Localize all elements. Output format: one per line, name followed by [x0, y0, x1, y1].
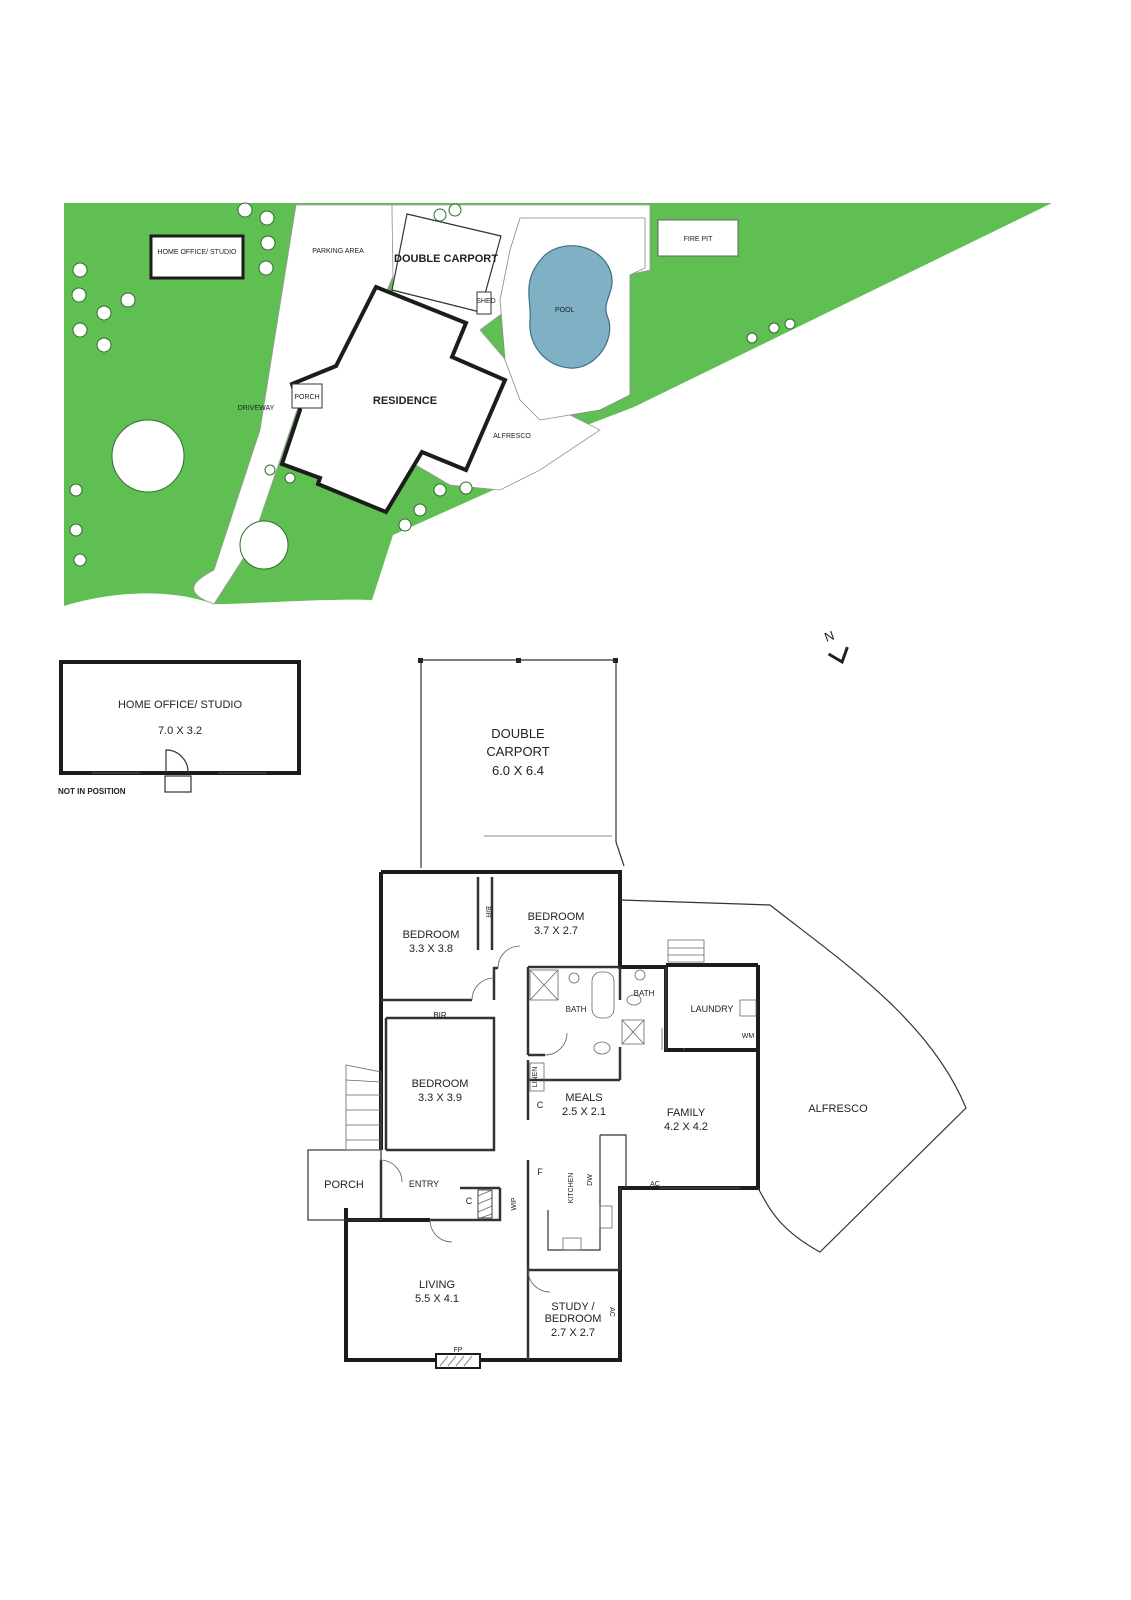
site-home-office [149, 234, 245, 280]
cooktop [562, 1237, 582, 1251]
carport-dims: 6.0 X 6.4 [492, 763, 544, 778]
site-fire-pit [657, 219, 739, 257]
linen-cupboard [529, 1062, 545, 1092]
fireplace [435, 1353, 481, 1369]
meals-dims: 2.5 X 2.1 [562, 1106, 606, 1118]
shower-1 [529, 969, 559, 1001]
wip-label: WIP [511, 1197, 518, 1211]
alfresco-outline [619, 899, 967, 1253]
living-dims: 5.5 X 4.1 [415, 1293, 459, 1305]
site-parking-label: PARKING AREA [312, 248, 364, 255]
ac2-label: AC [608, 1307, 615, 1317]
site-plan: POOL HOME OFFICE/ STUDIO FIRE PIT PARKIN… [64, 202, 1052, 606]
kitchen-sink [599, 1205, 613, 1229]
site-pool-label: POOL [555, 307, 575, 314]
pool [528, 245, 613, 369]
linen-label: LINEN [532, 1067, 539, 1088]
site-alfresco-label: ALFRESCO [493, 433, 531, 440]
family-name: FAMILY [667, 1107, 706, 1119]
bedroom1-name: BEDROOM [403, 929, 460, 941]
bathtub [591, 971, 615, 1019]
porch-stairs [345, 1064, 382, 1151]
site-residence-label: RESIDENCE [373, 395, 437, 407]
north-arrow: N [822, 628, 849, 665]
meals-name: MEALS [565, 1092, 602, 1104]
entry-label: ENTRY [409, 1179, 439, 1189]
bir1-label: BIR [484, 906, 491, 918]
ac1-label: AC [650, 1181, 660, 1188]
office-walls [59, 660, 301, 775]
site-shed [476, 291, 492, 315]
office-dims: 7.0 X 3.2 [158, 725, 202, 737]
wm-label: WM [742, 1033, 755, 1040]
site-porch-label: PORCH [294, 394, 319, 401]
study-name-1: STUDY / [551, 1301, 595, 1313]
dw-label: DW [587, 1174, 594, 1186]
living-name: LIVING [419, 1279, 455, 1291]
laundry-sink [739, 999, 757, 1017]
porch-outline [307, 1149, 382, 1221]
carport-post [613, 658, 618, 663]
office-plan: HOME OFFICE/ STUDIO 7.0 X 3.2 NOT IN POS… [58, 660, 301, 796]
kitchen-bench [547, 1134, 627, 1251]
interior-walls [379, 877, 668, 1360]
fp-label: FP [454, 1347, 463, 1354]
main-floor-plan: DOUBLE CARPORT 6.0 X 6.4 PORCH ALFRESCO … [307, 658, 967, 1369]
site-trees [69, 202, 796, 570]
office-door [165, 749, 189, 774]
porch-label: PORCH [324, 1179, 364, 1191]
carport-name-1: DOUBLE [491, 726, 545, 741]
bedroom2-dims: 3.7 X 2.7 [534, 925, 578, 937]
wip-hatch [477, 1189, 493, 1219]
laundry-stairs [667, 939, 705, 963]
bedroom2-name: BEDROOM [528, 911, 585, 923]
office-step [164, 775, 192, 793]
toilet [593, 1041, 611, 1055]
bath2-label: BATH [634, 989, 655, 998]
study-dims: 2.7 X 2.7 [551, 1327, 595, 1339]
carport-post [516, 658, 521, 663]
site-driveway-label: DRIVEWAY [238, 405, 275, 412]
site-carport-label: DOUBLE CARPORT [394, 253, 498, 265]
house-outer-walls [344, 870, 760, 1362]
kitchen-label: KITCHEN [568, 1173, 575, 1204]
bedroom1-dims: 3.3 X 3.8 [409, 943, 453, 955]
bir2-label: BIR [433, 1011, 447, 1020]
bedroom3-name: BEDROOM [412, 1078, 469, 1090]
site-fire-pit-label: FIRE PIT [684, 236, 714, 243]
study-name-2: BEDROOM [545, 1313, 602, 1325]
site-home-office-label: HOME OFFICE/ STUDIO [158, 249, 238, 256]
site-porch [291, 383, 323, 409]
bedroom3-dims: 3.3 X 3.9 [418, 1092, 462, 1104]
laundry-label: LAUNDRY [691, 1004, 734, 1014]
family-dims: 4.2 X 4.2 [664, 1121, 708, 1133]
carport-post [418, 658, 423, 663]
f-label: F [537, 1167, 543, 1177]
alfresco-label: ALFRESCO [808, 1103, 868, 1115]
carport-name-2: CARPORT [486, 744, 549, 759]
office-note: NOT IN POSITION [58, 787, 126, 796]
c2-label: C [466, 1196, 473, 1206]
c1-label: C [537, 1100, 544, 1110]
office-name: HOME OFFICE/ STUDIO [118, 699, 243, 711]
shower-2 [621, 1019, 645, 1045]
bath1-label: BATH [566, 1005, 587, 1014]
door-swings [379, 945, 685, 1293]
north-label: N [822, 628, 836, 645]
site-shed-label: SHED [476, 298, 495, 305]
